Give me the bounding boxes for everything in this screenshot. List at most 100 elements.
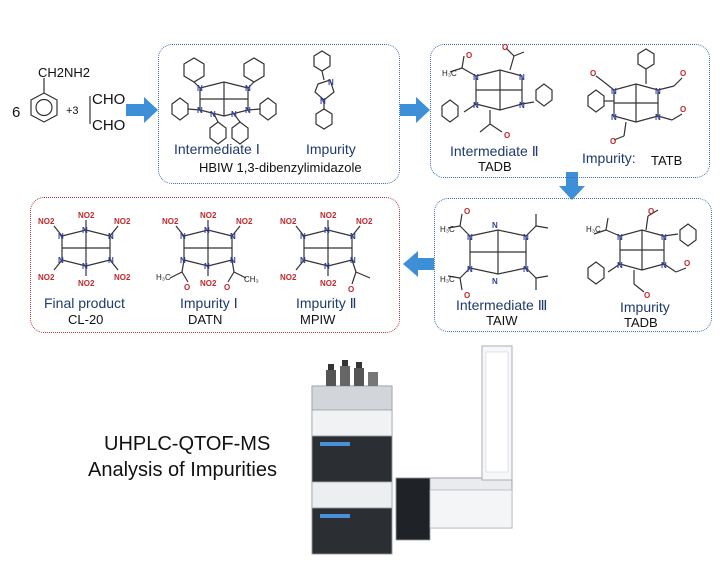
svg-text:NO2: NO2 [356,217,373,226]
svg-text:O: O [464,291,470,300]
impurity2-label: Impurity Ⅱ [296,295,357,311]
box1-names: HBIW 1,3-dibenzylimidazole [199,160,362,175]
svg-text:N: N [617,233,623,242]
box3-intermediate-label: Intermediate Ⅲ [456,297,548,313]
impurity1-name: DATN [188,312,223,327]
svg-text:NO2: NO2 [114,273,131,282]
box3-impurity-label: Impurity [620,299,670,315]
instrument-title-line1: UHPLC-QTOF-MS [104,433,271,455]
svg-text:O: O [644,291,650,300]
svg-text:N: N [492,277,498,286]
svg-text:N: N [300,256,306,265]
svg-text:N: N [204,262,210,271]
dibenzylimidazole-structure-icon: NN [313,50,335,130]
impurity1-label: Impurity Ⅰ [180,295,238,311]
box3-intermediate-name: TAIW [486,313,518,328]
svg-text:N: N [611,113,617,122]
svg-text:O: O [464,207,470,216]
svg-text:N: N [82,262,88,271]
box2-intermediate-label: Intermediate Ⅱ [450,143,539,159]
svg-text:N: N [204,226,210,235]
svg-text:N: N [661,233,667,242]
svg-text:N: N [661,261,667,270]
final-product-label: Final product [44,295,125,311]
svg-text:O: O [466,51,472,60]
svg-text:N: N [350,232,356,241]
box-final-products [30,197,400,333]
svg-text:N: N [467,265,473,274]
svg-text:NO2: NO2 [200,279,217,288]
svg-text:O: O [684,259,690,268]
svg-text:N: N [492,221,498,230]
svg-text:NO2: NO2 [280,217,297,226]
svg-text:N: N [655,87,661,96]
svg-text:NO2: NO2 [162,217,179,226]
svg-text:N: N [180,256,186,265]
svg-text:N: N [231,110,237,119]
tadb-structure-icon: O O O H₃C N N N N [441,43,553,140]
svg-text:N: N [58,256,64,265]
svg-text:O: O [348,285,354,294]
svg-text:N: N [324,226,330,235]
impurity2-name: MPIW [300,312,336,327]
svg-text:N: N [82,226,88,235]
svg-text:N: N [180,232,186,241]
svg-text:N: N [230,256,236,265]
arrow-right-1 [126,97,158,123]
svg-text:NO2: NO2 [200,211,217,220]
svg-text:N: N [473,73,479,82]
svg-text:N: N [197,84,203,93]
svg-text:NO2: NO2 [38,217,55,226]
svg-text:NO2: NO2 [38,273,55,282]
svg-text:N: N [523,265,529,274]
svg-text:NO2: NO2 [280,273,297,282]
svg-text:N: N [320,97,326,106]
svg-text:N: N [611,87,617,96]
box3-impurity-name: TADB [624,315,658,330]
svg-text:N: N [108,232,114,241]
svg-text:O: O [504,131,510,140]
box2-impurity-label: Impurity: [582,150,636,166]
svg-text:N: N [230,232,236,241]
svg-text:O: O [680,69,686,78]
svg-text:N: N [210,110,216,119]
svg-text:O: O [502,43,508,52]
box-intermediate-2 [430,44,710,178]
svg-text:N: N [300,232,306,241]
svg-text:H₃C: H₃C [440,275,455,284]
svg-text:N: N [473,101,479,110]
box-intermediate-3 [434,198,712,332]
svg-text:N: N [617,261,623,270]
svg-text:N: N [245,84,251,93]
svg-text:H₃C: H₃C [442,69,457,78]
benzylamine-formula: CH2NH2 [38,65,91,80]
svg-text:N: N [519,101,525,110]
svg-text:N: N [523,233,529,242]
box1-intermediate-label: Intermediate Ⅰ [174,141,260,157]
svg-text:O: O [224,283,230,292]
arrow-left [403,251,434,277]
svg-text:N: N [245,106,251,115]
svg-text:N: N [197,106,203,115]
svg-text:N: N [467,233,473,242]
svg-text:N: N [655,113,661,122]
box-intermediate-1 [158,44,400,184]
svg-text:H₃C: H₃C [156,273,171,282]
svg-text:NO2: NO2 [114,217,131,226]
svg-text:NO2: NO2 [320,279,337,288]
instrument-title-line2: Analysis of Impurities [88,459,277,481]
svg-text:O: O [680,105,686,114]
svg-text:O: O [648,207,654,216]
svg-text:N: N [58,232,64,241]
box1-impurity-label: Impurity [306,141,356,157]
svg-text:O: O [610,137,616,146]
svg-text:NO2: NO2 [236,217,253,226]
glyoxal-coefficient: +3 [66,105,79,117]
svg-text:N: N [519,73,525,82]
svg-text:NO2: NO2 [78,211,95,220]
glyoxal-top: CHO [92,91,126,108]
